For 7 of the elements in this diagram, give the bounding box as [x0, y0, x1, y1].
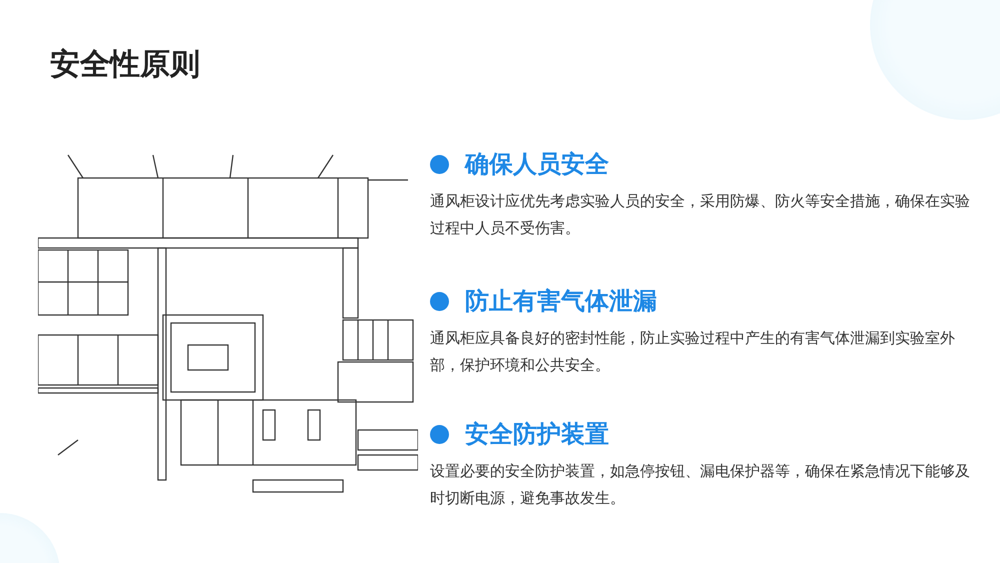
section-heading: 确保人员安全	[465, 149, 609, 180]
section-text: 通风柜设计应优先考虑实验人员的安全，采用防爆、防火等安全措施，确保在实验过程中人员不受伤害。	[430, 191, 970, 239]
slide-title: 安全性原则	[50, 46, 200, 84]
section-text: 通风柜应具备良好的密封性能，防止实验过程中产生的有害气体泄漏到实验室外部，保护环境和公共安全。	[430, 328, 956, 376]
section-text: 设置必要的安全防护装置，如急停按钮、漏电保护器等，确保在紧急情况下能够及时切断电源，避免事故发生。	[430, 461, 970, 509]
section-heading: 防止有害气体泄漏	[465, 286, 657, 317]
section-heading: 安全防护装置	[465, 419, 609, 450]
